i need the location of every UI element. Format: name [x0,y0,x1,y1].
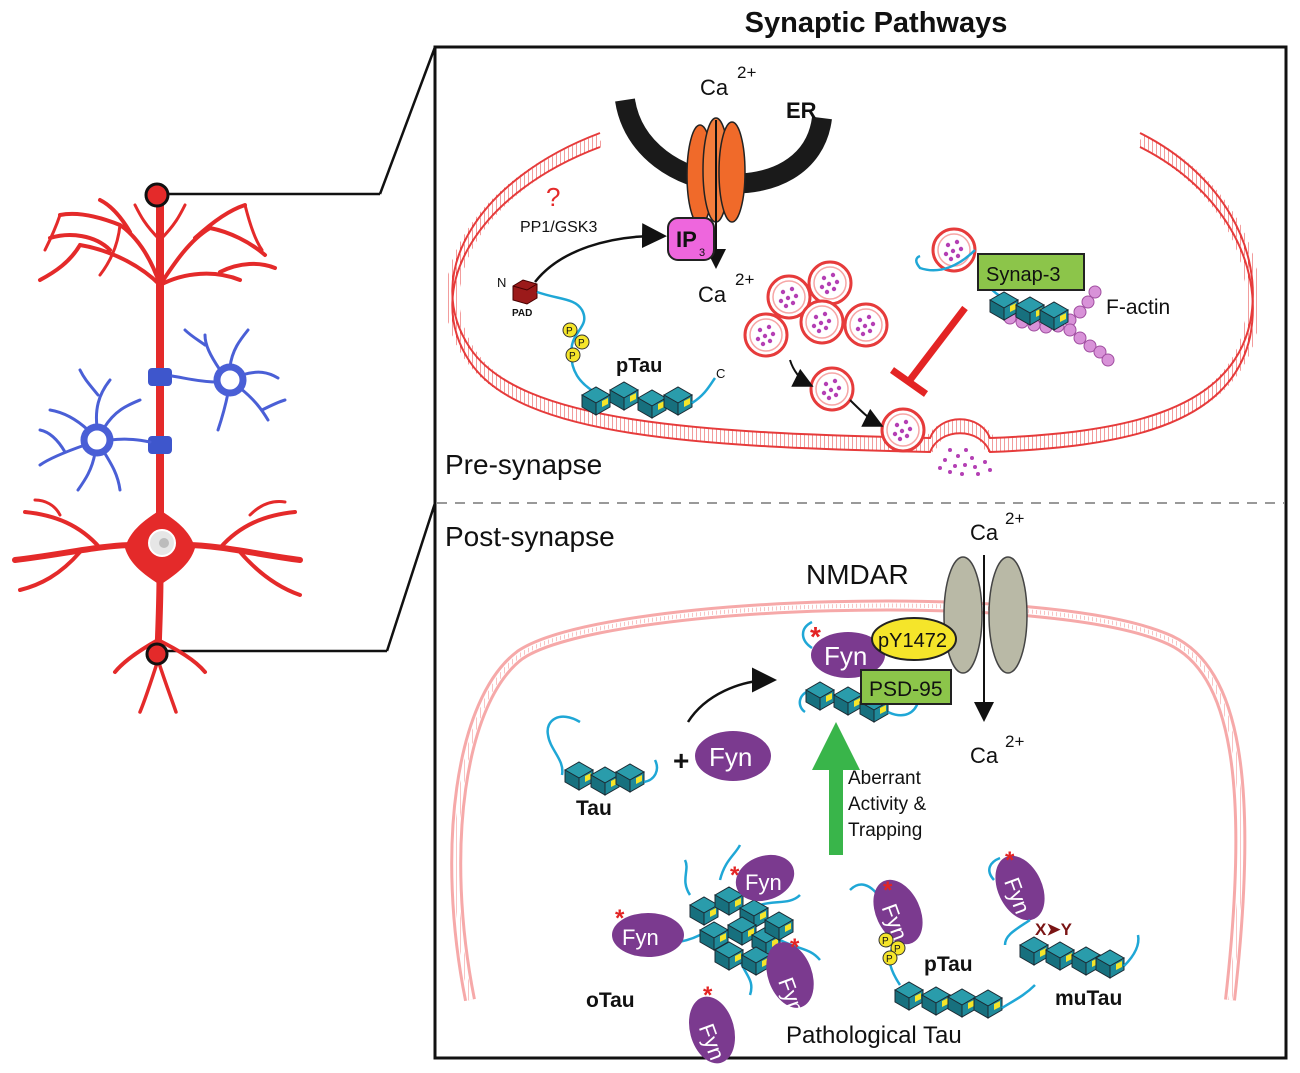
zoom-line-top-d [378,46,437,195]
synap-tau-blocks [989,291,1069,331]
ip3-label: IP [676,227,697,252]
otau-label: oTau [586,989,635,1012]
neuron-illustration [12,182,303,714]
ca-top-charge: 2+ [737,63,756,82]
phospho-group: P P P [562,322,590,363]
kinase-label: PP1/GSK3 [520,219,597,236]
otau-fyn-2: Fyn [745,870,782,895]
otau-star-4: * [703,982,713,1009]
otau-star-1: * [615,905,625,932]
svg-text:P: P [578,338,585,349]
aberrant-line3: Trapping [848,820,922,841]
nmdar-label: NMDAR [806,559,909,590]
ptau-pre-blocks [581,381,693,419]
free-tau-blocks [564,761,645,796]
ptau-fyn-star: * [883,877,893,904]
ca-top-label: Ca [700,75,729,100]
pathway-panel [433,45,1288,1060]
otau-star-3: * [790,934,800,961]
fyn-free [695,731,771,781]
ip3-box [667,217,715,261]
mutau-fyn-star: * [1005,847,1015,874]
ptau-phospho-group: PPP [878,932,906,966]
otau-star-2: * [730,862,740,889]
vesicle-arrow-1 [789,359,814,387]
pathological-tau-label: Pathological Tau [786,1022,962,1049]
mutau-fyn [995,855,1045,921]
fyn-free-label: Fyn [709,742,752,772]
synap3-box [977,253,1085,291]
tau-label: Tau [576,797,612,820]
er-label: ER [786,98,817,123]
ptau-fyn [873,879,923,945]
mutau-label: muTau [1055,987,1122,1010]
ptau-pre-label: pTau [616,355,662,377]
factin-label: F-actin [1106,296,1170,319]
question-mark: ? [546,182,560,212]
inhibition-arrow [889,305,968,397]
fyn-complex-label: Fyn [824,641,867,671]
presynapse-label: Pre-synapse [445,449,602,480]
fyn-complex [811,632,885,678]
released-neurotransmitter [938,448,992,476]
svg-text:P: P [569,351,576,362]
phospho-p-label: P [882,936,889,947]
nmdar-ca-top-charge: 2+ [1005,509,1024,528]
presynaptic-membrane [445,133,1260,453]
vesicle-arrow-2 [849,399,884,427]
zoom-line-bot-d [385,502,437,652]
figure-title: Synaptic Pathways [745,7,1008,39]
pad-domain [512,279,538,305]
n-terminus-label: N [497,275,506,290]
ptau-post-blocks [894,981,1003,1019]
ca-bottom-label: Ca [698,282,727,307]
mutation-label: X➤Y [1035,920,1073,939]
aberrant-line2: Activity & [848,794,926,815]
svg-text:P: P [566,326,573,337]
otau-fyn-group [612,854,814,1064]
ip3-subscript: 3 [699,247,705,259]
aberrant-line1: Aberrant [848,768,922,789]
py1472-badge [871,617,957,661]
psd95-box [860,669,952,705]
ca-bottom-charge: 2+ [735,270,754,289]
py1472-label: pY1472 [878,630,947,652]
c-terminus-label: C [716,366,725,381]
phospho-p-label: P [886,954,893,965]
nmdar-channel [943,556,1028,674]
phospho-p-label: P [894,944,901,955]
synap3-label: Synap-3 [986,264,1061,286]
ptau-post-label: pTau [924,953,973,976]
binding-arrow [686,667,777,723]
nmdar-ca-bottom-charge: 2+ [1005,732,1024,751]
nmdar-ca-bottom: Ca [970,743,999,768]
otau-fyn-1: Fyn [622,925,659,950]
pad-label: PAD [512,308,532,319]
fyn-complex-star: * [810,621,821,652]
nmdar-ca-top: Ca [970,520,999,545]
postsynapse-label: Post-synapse [445,521,615,552]
mutau-blocks [1019,936,1125,979]
psd95-label: PSD-95 [869,678,943,701]
kinase-arrow [534,223,667,283]
plus-sign: + [673,745,689,776]
